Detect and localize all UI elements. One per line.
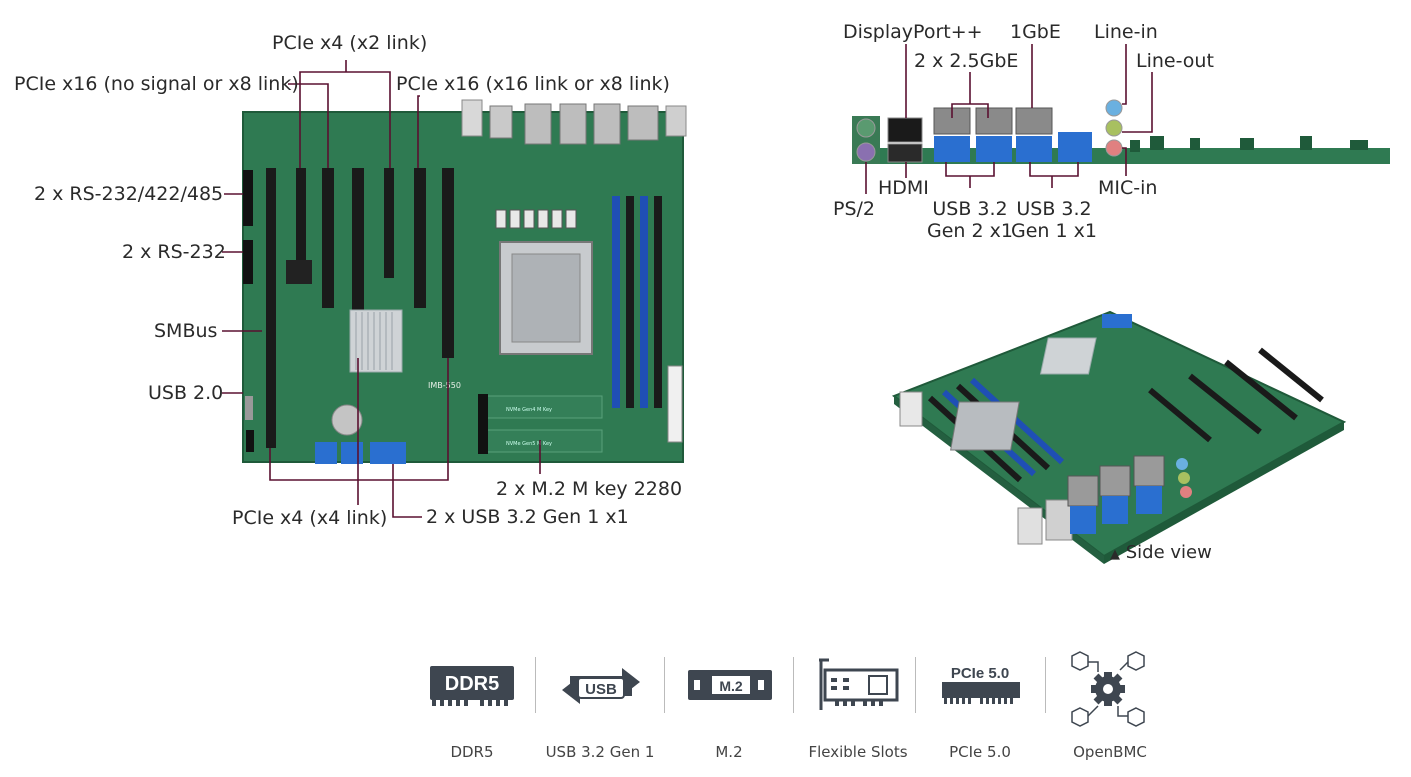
m2-slot-label-2: NVMe Gen5 M Key bbox=[506, 441, 552, 447]
label-pcie-x4-x4-link: PCIe x4 (x4 link) bbox=[232, 507, 388, 529]
label-usb32-gen2-line2: Gen 2 x1 bbox=[927, 220, 1013, 242]
separator bbox=[535, 657, 536, 713]
label-pcie-x16-no-signal: PCIe x16 (no signal or x8 link) bbox=[14, 73, 299, 95]
label-1gbe: 1GbE bbox=[1010, 21, 1061, 43]
pcie-card-icon: PCIe 5.0 bbox=[942, 665, 1020, 704]
motherboard-top-view: NVMe Gen4 M Key NVMe Gen5 M Key IMB-550 bbox=[242, 99, 687, 464]
side-view-board bbox=[891, 310, 1347, 564]
label-line-out: Line-out bbox=[1136, 50, 1214, 72]
gear-network-icon bbox=[1071, 651, 1145, 727]
label-displayport: DisplayPort++ bbox=[843, 21, 983, 43]
label-usb32-gen1-bottom: 2 x USB 3.2 Gen 1 x1 bbox=[426, 506, 629, 528]
label-m2: 2 x M.2 M key 2280 bbox=[496, 478, 683, 500]
m2-badge: M.2 bbox=[719, 678, 743, 694]
label-rs232-422-485: 2 x RS-232/422/485 bbox=[34, 183, 224, 205]
side-view-caption: ▲ Side view bbox=[1110, 542, 1212, 566]
separator bbox=[1045, 657, 1046, 713]
rear-io-view bbox=[852, 99, 1390, 164]
io-callout-lines bbox=[865, 44, 1153, 194]
separator bbox=[664, 657, 665, 713]
ddr5-badge: DDR5 bbox=[445, 673, 499, 695]
side-view-label: Side view bbox=[1125, 542, 1212, 563]
label-usb32-gen1-line1: USB 3.2 bbox=[1016, 198, 1092, 220]
usb-icon: USB bbox=[562, 668, 640, 704]
callout-lines bbox=[222, 60, 541, 518]
label-pcie-x16-x16-link: PCIe x16 (x16 link or x8 link) bbox=[396, 73, 670, 95]
label-usb20: USB 2.0 bbox=[148, 382, 224, 404]
expansion-card-icon bbox=[819, 658, 899, 710]
label-mic-in: MIC-in bbox=[1098, 177, 1158, 199]
label-pcie-x4-x2-link: PCIe x4 (x2 link) bbox=[272, 32, 428, 54]
label-hdmi: HDMI bbox=[878, 177, 929, 199]
label-usb32-gen2-line1: USB 3.2 bbox=[932, 198, 1008, 220]
feature-label-m2: M.2 bbox=[715, 743, 743, 761]
feature-label-openbmc: OpenBMC bbox=[1073, 743, 1147, 761]
feature-label-ddr5: DDR5 bbox=[450, 743, 494, 761]
label-ps2: PS/2 bbox=[833, 198, 876, 220]
m2-icon: M.2 bbox=[688, 670, 772, 700]
label-rs232: 2 x RS-232 bbox=[122, 241, 226, 263]
separator bbox=[793, 657, 794, 713]
usb-badge: USB bbox=[585, 681, 617, 698]
separator bbox=[915, 657, 916, 713]
feature-label-pcie5: PCIe 5.0 bbox=[949, 743, 1011, 761]
feature-label-usb: USB 3.2 Gen 1 bbox=[545, 743, 655, 761]
label-line-in: Line-in bbox=[1094, 21, 1158, 43]
label-usb32-gen1-line2: Gen 1 x1 bbox=[1011, 220, 1097, 242]
feature-label-flexible-slots: Flexible Slots bbox=[808, 743, 908, 761]
pcie-badge: PCIe 5.0 bbox=[951, 665, 1009, 682]
label-2-5gbe: 2 x 2.5GbE bbox=[914, 50, 1019, 72]
up-triangle-icon: ▲ bbox=[1110, 547, 1120, 562]
label-smbus: SMBus bbox=[154, 320, 218, 342]
ddr5-icon: DDR5 bbox=[430, 666, 514, 706]
board-model-text: IMB-550 bbox=[428, 381, 461, 390]
m2-slot-label-1: NVMe Gen4 M Key bbox=[506, 407, 552, 413]
